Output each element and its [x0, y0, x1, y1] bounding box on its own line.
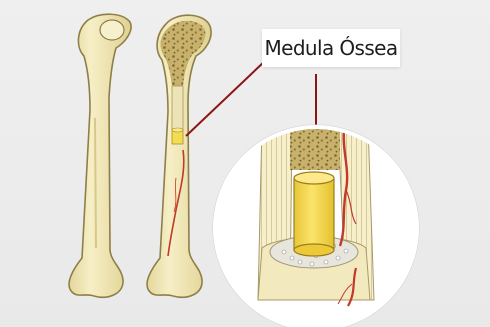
femur-whole [69, 14, 131, 297]
marrow-label: Medula Óssea [264, 36, 397, 60]
label-box: Medula Óssea [262, 29, 400, 67]
magnified-view [210, 120, 430, 327]
femur-section [147, 15, 211, 297]
